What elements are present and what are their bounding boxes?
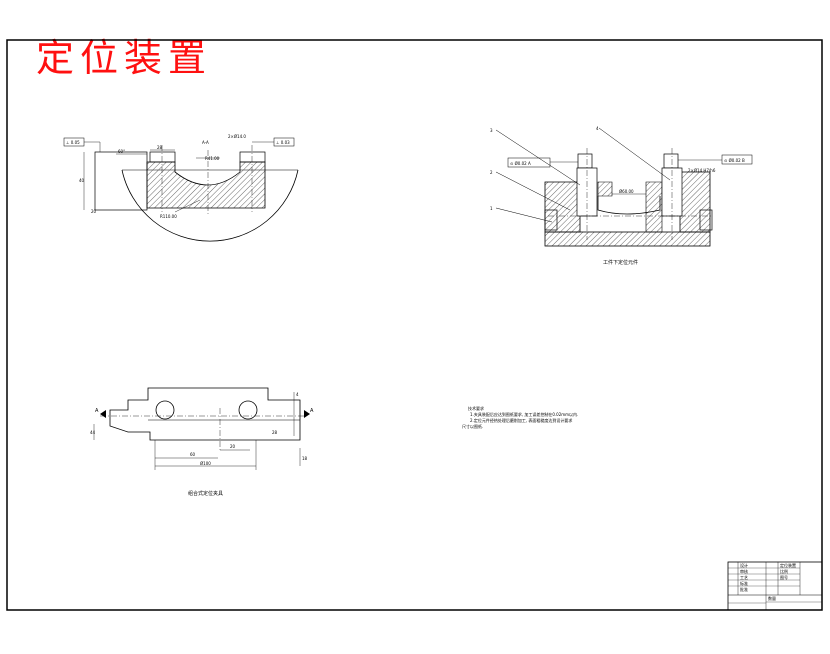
tb-row-5: 批准: [740, 586, 748, 592]
tb-row-1: 设计: [740, 562, 748, 568]
title-block: 设计 审核 工艺 标准 批准 定位装置 比例 图号 数量: [727, 561, 823, 611]
dim-bottom: 20: [91, 209, 97, 214]
tol-left-text: ⊥ 0.05: [66, 140, 80, 145]
callout-2: 2: [490, 170, 493, 175]
dim-4: 4: [296, 392, 299, 397]
dim-100: Ø100: [200, 461, 211, 466]
tol-center-text: 2×Ø14.0: [228, 134, 246, 139]
dim-width: 28: [157, 145, 163, 150]
sheet-border: [6, 39, 823, 611]
tb-right-3: 图号: [780, 574, 788, 580]
callout-3: 3: [490, 128, 493, 133]
dim-radius-2: R110.00: [160, 214, 177, 219]
dim-radius-1: R41.00: [205, 156, 220, 161]
notes-line-2: 2.定位元件经热处理后磨削加工, 表面粗糙度达到设计要求: [470, 417, 572, 423]
notes-line-1: 1.夹具装配后应达到图纸要求, 加工误差控制在0.02mm以内.: [470, 411, 578, 417]
dim-height: 40: [79, 178, 85, 183]
technical-notes: 技术要求 1.夹具装配后应达到图纸要求, 加工误差控制在0.02mm以内. 2.…: [462, 405, 578, 429]
dim-20: 20: [230, 444, 236, 449]
note-right: 2×Ø14 H7/h6: [688, 168, 716, 173]
dim-60: 60: [190, 452, 196, 457]
tol-right: ⊙ Ø0.02 B: [724, 158, 745, 163]
tol-right-text: ⊥ 0.03: [276, 140, 290, 145]
callout-4: 4: [596, 126, 599, 131]
caption-right-top: 工件下定位元件: [603, 259, 638, 266]
section-label: A-A: [202, 140, 209, 145]
right-top-view: 3 2 1 4 Ø60.00 ⊙ Ø0.02 A ⊙ Ø0.02 B 2×Ø14…: [490, 126, 753, 266]
callout-1: 1: [490, 206, 493, 211]
tb-right-4: 数量: [768, 595, 776, 601]
left-top-view: ⊥ 0.05 ⊥ 0.03 A-A 2×Ø14.0 R41.00 R110.00…: [63, 134, 299, 242]
dim-44: 44: [90, 430, 96, 435]
notes-heading: 技术要求: [468, 405, 484, 411]
left-bottom-view: A A 44 20 28 60 Ø100 4 18 组合式定位夹具: [90, 387, 314, 497]
caption-left-bottom: 组合式定位夹具: [188, 490, 223, 497]
dim-28: 28: [272, 430, 278, 435]
view-marker-right: A: [310, 408, 314, 414]
tb-right-1: 定位装置: [780, 562, 796, 568]
dim-angle: 60°: [118, 149, 125, 154]
dim-18: 18: [302, 456, 308, 461]
drawing-title: 定位装置: [36, 36, 213, 80]
tb-right-2: 比例: [780, 568, 788, 574]
view-marker-left: A: [95, 408, 99, 414]
notes-line-3: 尺寸以图纸.: [462, 423, 483, 429]
tol-left: ⊙ Ø0.02 A: [510, 161, 531, 166]
tb-row-2: 审核: [740, 568, 748, 574]
tb-row-4: 标准: [740, 580, 748, 586]
tb-row-3: 工艺: [740, 575, 748, 580]
dim-center: Ø60.00: [619, 189, 634, 194]
